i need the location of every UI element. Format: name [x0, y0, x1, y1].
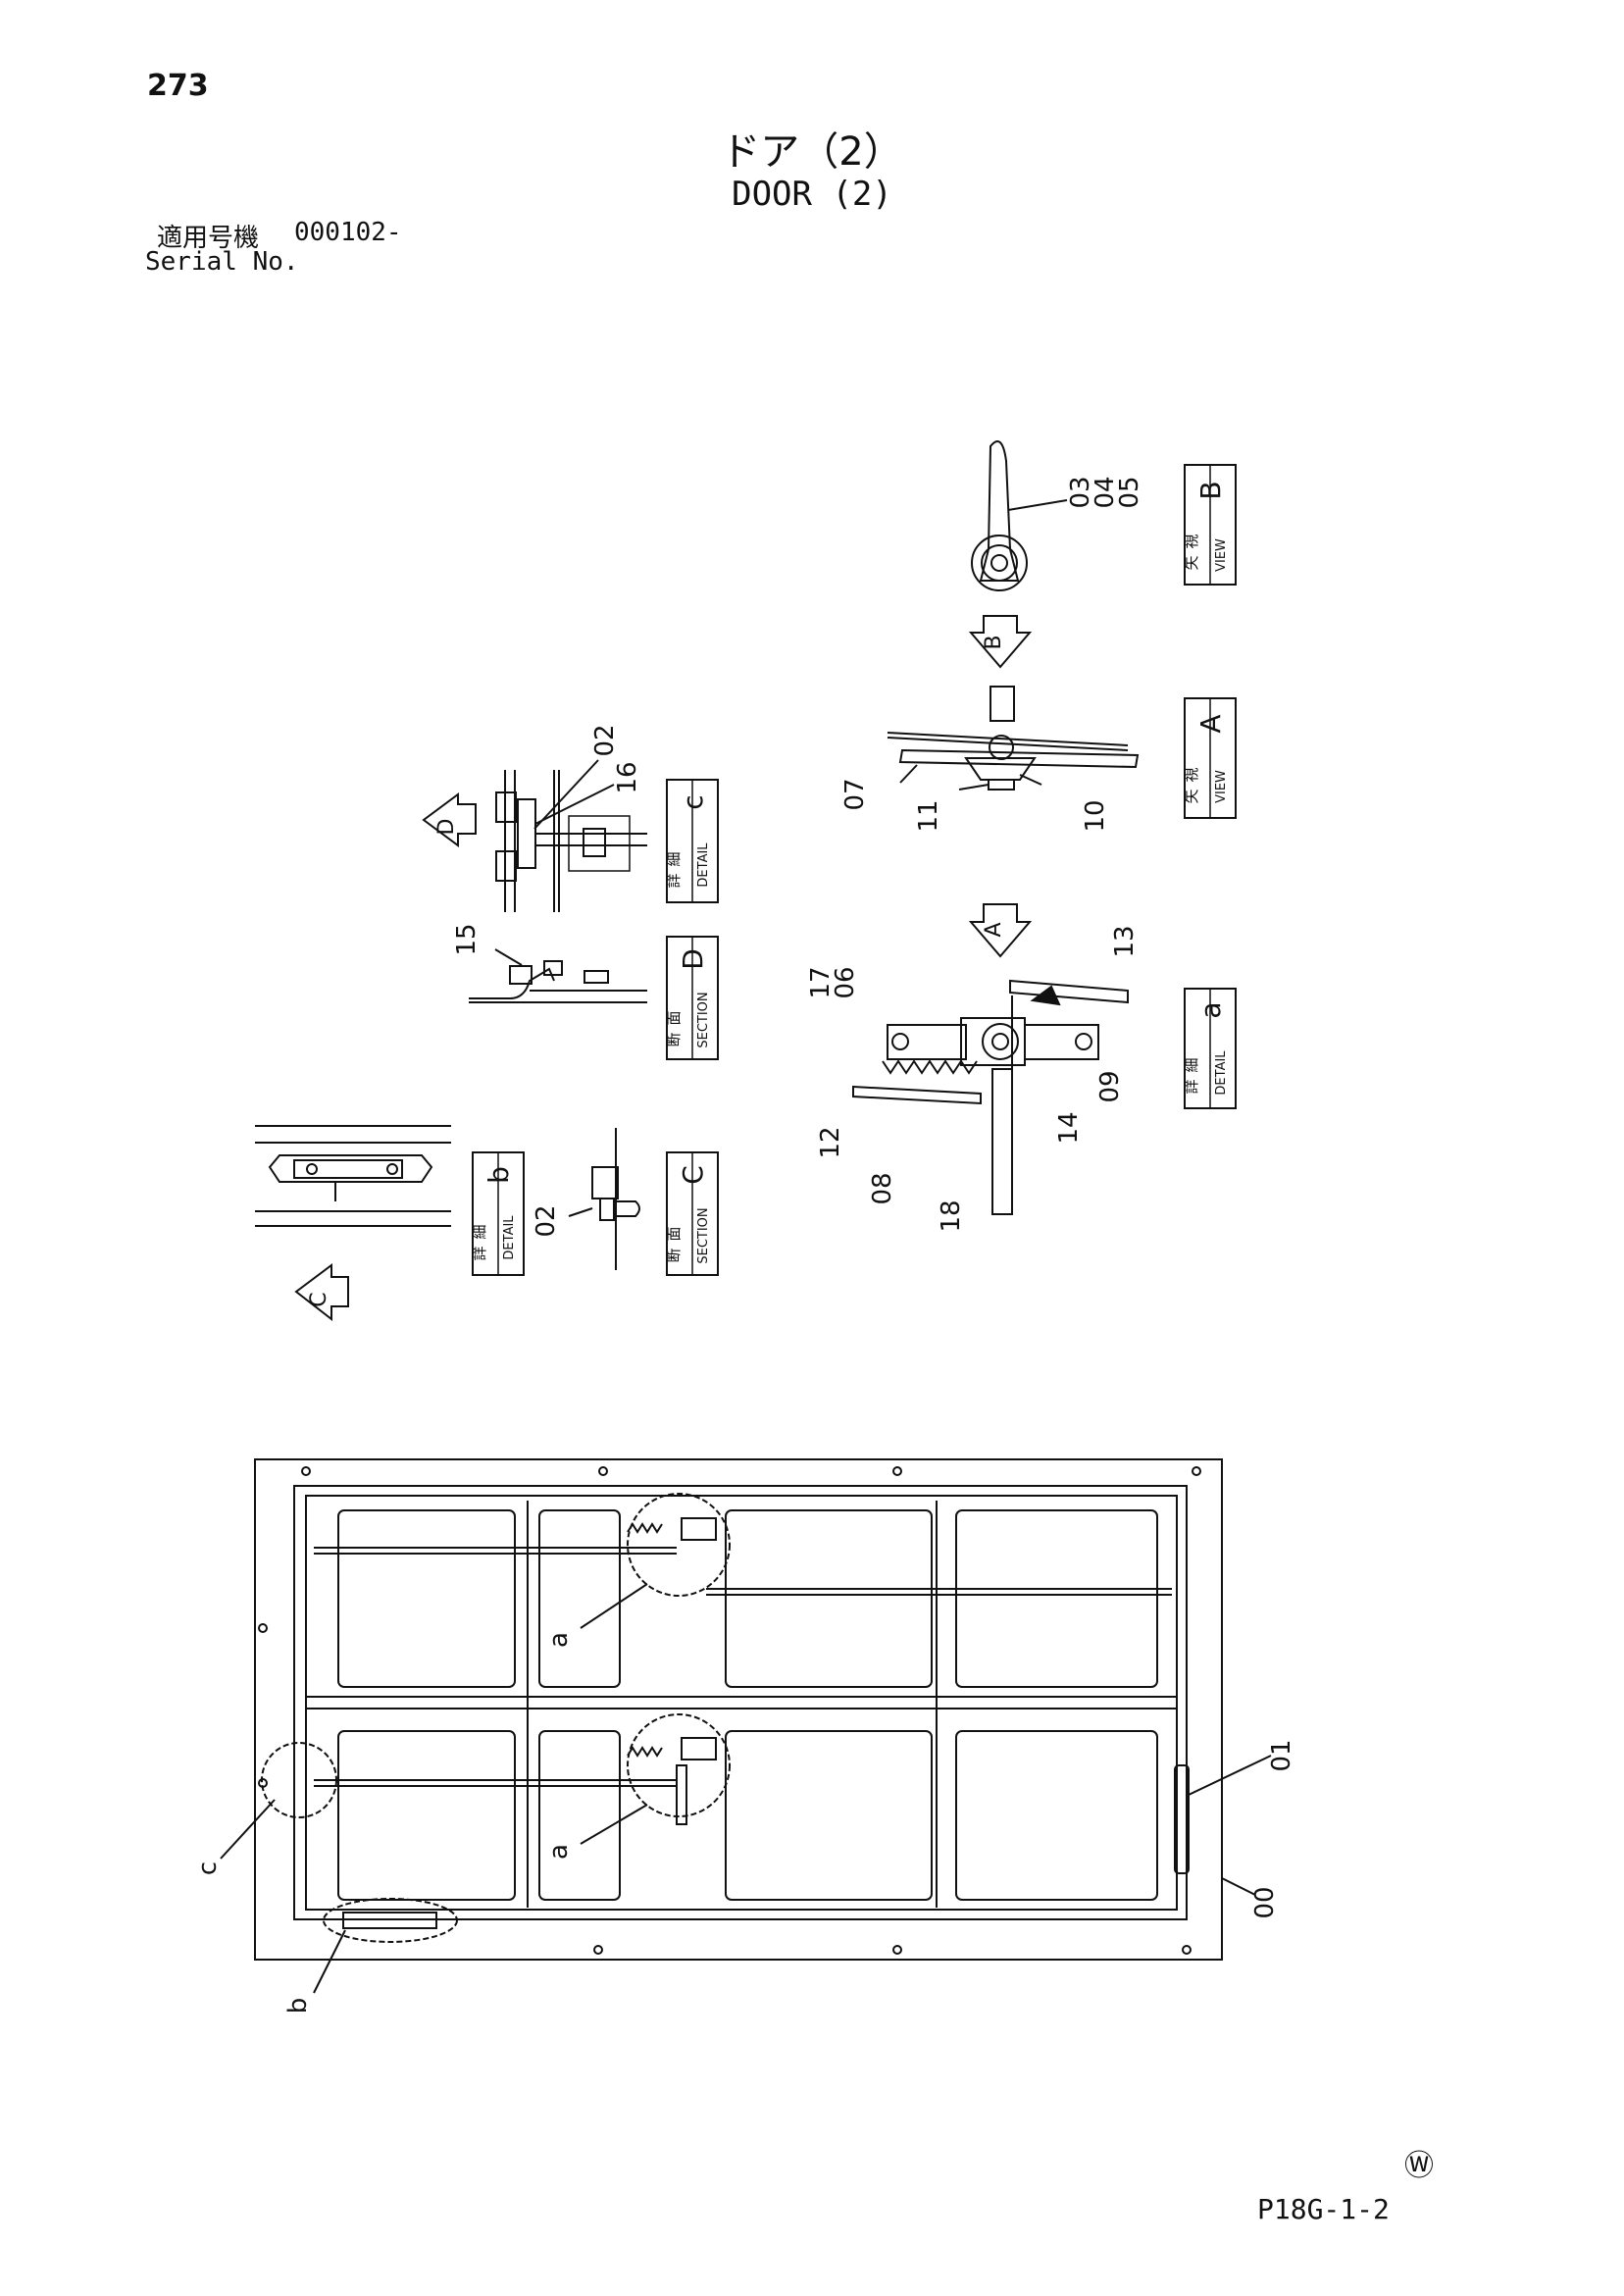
page-title-english: DOOR (2)	[732, 175, 892, 214]
callout-08: 08	[868, 1172, 897, 1204]
detail-a-jp-label-1: 詳	[1183, 1079, 1200, 1094]
callout-16: 16	[613, 761, 642, 793]
callout-03: 03	[1066, 476, 1095, 508]
view-a-jp-label-2: 視	[1183, 767, 1200, 782]
detail-c-jp-label-1: 詳	[665, 873, 683, 888]
label-box-view-b: 矢 視 VIEW B	[1183, 464, 1237, 586]
arrow-b-letter: B	[982, 635, 1006, 649]
detail-b-jp-label-2: 細	[471, 1224, 488, 1239]
w-circle-mark: Ⓦ	[1404, 2149, 1434, 2183]
section-d-jp-label-2: 面	[665, 1010, 683, 1025]
detail-b-drawing	[255, 1125, 451, 1227]
callout-07: 07	[840, 778, 870, 810]
callout-ref-b: b	[283, 1998, 313, 2015]
section-c-jp-label-2: 面	[665, 1226, 683, 1241]
callout-ref-c: c	[193, 1862, 223, 1875]
callout-ref-a-upper: a	[544, 1632, 574, 1648]
callout-02-section-c: 02	[532, 1204, 561, 1237]
callout-10: 10	[1081, 799, 1110, 832]
detail-c-letter: c	[677, 794, 709, 809]
view-b-lever-drawing	[971, 440, 1068, 591]
arrow-c-marker	[294, 1263, 349, 1322]
callout-15: 15	[452, 923, 482, 955]
callout-13: 13	[1110, 925, 1140, 957]
callout-02-detail-c: 02	[590, 724, 620, 756]
detail-a-letter: a	[1194, 1001, 1227, 1018]
detail-b-en-label: DETAIL	[502, 1215, 517, 1260]
serial-label-english: Serial No.	[145, 247, 299, 277]
label-box-view-a: 矢 視 VIEW A	[1183, 697, 1237, 819]
label-box-detail-a: 詳 細 DETAIL a	[1183, 988, 1237, 1109]
callout-09: 09	[1095, 1070, 1125, 1102]
page-code: P18G-1-2	[1257, 2193, 1390, 2225]
section-d-letter: D	[677, 948, 709, 970]
arrow-d-marker	[422, 792, 477, 847]
serial-label-japanese: 適用号機	[157, 224, 260, 253]
section-d-jp-label-1: 断	[665, 1032, 683, 1046]
arrow-b-marker	[968, 615, 1033, 669]
page-title-japanese: ドア（2）	[721, 129, 903, 175]
detail-c-drawing	[495, 759, 647, 912]
callout-18: 18	[937, 1199, 966, 1232]
detail-a-latch-drawing	[852, 979, 1129, 1215]
callout-01: 01	[1267, 1739, 1296, 1771]
section-c-en-label: SECTION	[696, 1207, 711, 1263]
label-box-section-d: 断 面 SECTION D	[665, 936, 719, 1060]
detail-a-jp-label-2: 細	[1183, 1057, 1200, 1072]
detail-b-jp-label-1: 詳	[471, 1246, 488, 1260]
door-assembly-drawing	[220, 1458, 1272, 1994]
callout-05: 05	[1115, 476, 1144, 508]
section-c-jp-label-1: 断	[665, 1248, 683, 1262]
callout-00: 00	[1250, 1886, 1280, 1918]
detail-a-en-label: DETAIL	[1214, 1050, 1229, 1096]
callout-11: 11	[914, 799, 943, 832]
section-d-drawing	[469, 948, 647, 1003]
view-a-jp-label-1: 矢	[1183, 789, 1200, 803]
callout-04: 04	[1091, 476, 1120, 508]
detail-b-letter: b	[482, 1166, 515, 1184]
view-a-en-label: VIEW	[1214, 770, 1229, 803]
callout-17: 17	[806, 966, 836, 998]
section-d-en-label: SECTION	[696, 992, 711, 1047]
view-b-en-label: VIEW	[1214, 538, 1229, 572]
view-a-lock-drawing	[887, 686, 1140, 791]
detail-c-jp-label-2: 細	[665, 851, 683, 866]
arrow-a-marker	[968, 903, 1033, 958]
section-c-drawing	[568, 1128, 640, 1270]
view-b-jp-label-1: 矢	[1183, 555, 1200, 570]
section-c-letter: C	[677, 1165, 709, 1185]
detail-c-en-label: DETAIL	[696, 842, 711, 888]
view-b-letter: B	[1194, 481, 1227, 499]
serial-number-value: 000102-	[294, 218, 402, 247]
arrow-d-letter: D	[434, 819, 459, 836]
view-b-jp-label-2: 視	[1183, 534, 1200, 548]
callout-12: 12	[816, 1126, 845, 1158]
label-box-detail-c: 詳 細 DETAIL c	[665, 779, 719, 903]
arrow-c-letter: C	[307, 1292, 331, 1306]
callout-06: 06	[831, 966, 860, 998]
page-number: 273	[147, 69, 209, 103]
view-a-letter: A	[1194, 714, 1227, 733]
arrow-a-letter: A	[982, 922, 1006, 937]
callout-14: 14	[1054, 1111, 1084, 1144]
label-box-section-c: 断 面 SECTION C	[665, 1151, 719, 1276]
callout-ref-a-lower: a	[544, 1844, 574, 1860]
label-box-detail-b: 詳 細 DETAIL b	[471, 1151, 525, 1276]
